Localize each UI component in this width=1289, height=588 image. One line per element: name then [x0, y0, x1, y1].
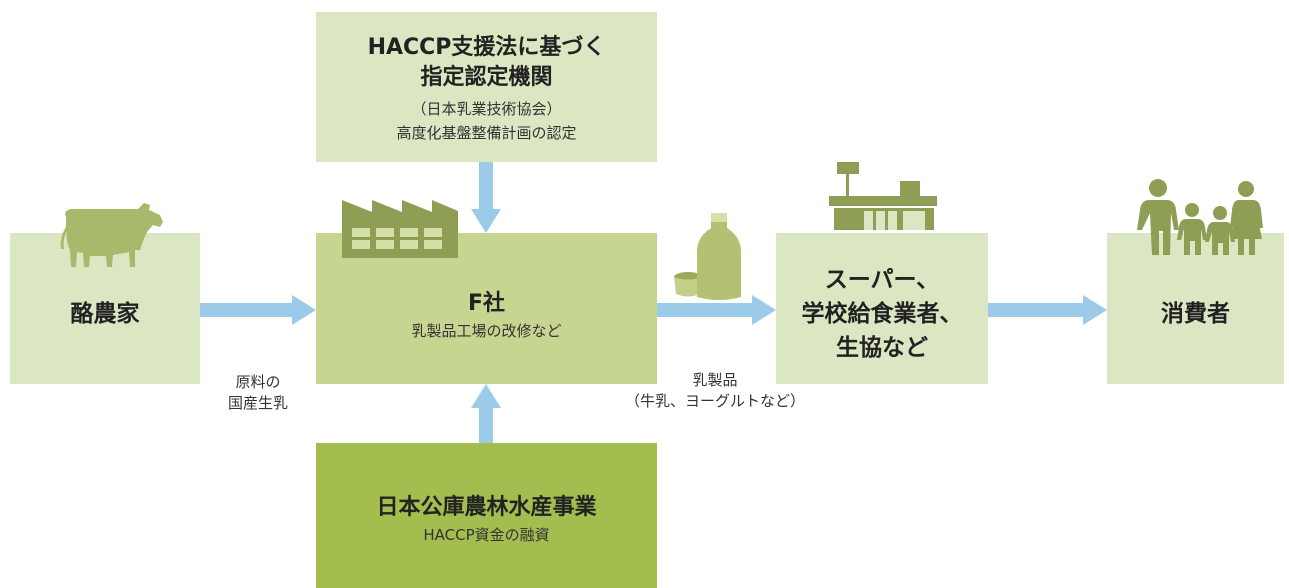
store-line3: 生協など — [836, 334, 928, 361]
yogurt-cup-icon — [674, 272, 702, 297]
milk-bottle-icon — [697, 213, 741, 300]
store-line2: 学校給食業者、 — [801, 300, 963, 327]
raw-milk-label-line2: 国産生乳 — [227, 394, 288, 412]
haccp-sub-line2: 高度化基盤整備計画の認定 — [396, 124, 577, 142]
arrow-company-to-store — [657, 295, 776, 325]
company-sub: 乳製品工場の改修など — [411, 321, 562, 340]
consumer-title: 消費者 — [1161, 300, 1230, 327]
haccp-certification-box: HACCP支援法に基づく 指定認定機関 （日本乳業技術協会） 高度化基盤整備計画… — [316, 12, 657, 162]
jfc-financing-box: 日本公庫農林水産事業 HACCP資金の融資 — [316, 443, 657, 588]
haccp-title-line2: 指定認定機関 — [420, 65, 553, 90]
arrow-jfc-to-company — [471, 384, 501, 443]
dairy-products-label: 乳製品 （牛乳、ヨーグルトなど） — [600, 370, 830, 412]
haccp-title-line1: HACCP支援法に基づく — [367, 35, 606, 60]
haccp-sub-line1: （日本乳業技術協会） — [411, 100, 562, 118]
company-title: F社 — [467, 290, 506, 316]
store-icon — [829, 162, 937, 230]
arrow-store-to-consumer — [988, 295, 1107, 325]
arrow-farm-to-company — [200, 295, 316, 325]
farm-title: 酪農家 — [70, 300, 140, 327]
jfc-title: 日本公庫農林水産事業 — [376, 494, 597, 520]
company-f-box: F社 乳製品工場の改修など — [316, 233, 657, 384]
dairy-products-label-line1: 乳製品 — [692, 371, 738, 389]
jfc-sub: HACCP資金の融資 — [423, 525, 550, 544]
store-line1: スーパー、 — [824, 266, 940, 293]
dairy-farmer-box: 酪農家 — [10, 233, 200, 384]
raw-milk-label: 原料の 国産生乳 — [200, 372, 316, 414]
dairy-products-label-line2: （牛乳、ヨーグルトなど） — [624, 392, 805, 410]
arrow-haccp-to-company — [471, 162, 501, 233]
retailers-box: スーパー、 学校給食業者、 生協など — [776, 233, 988, 384]
raw-milk-label-line1: 原料の — [235, 373, 281, 391]
consumer-box: 消費者 — [1107, 233, 1284, 384]
